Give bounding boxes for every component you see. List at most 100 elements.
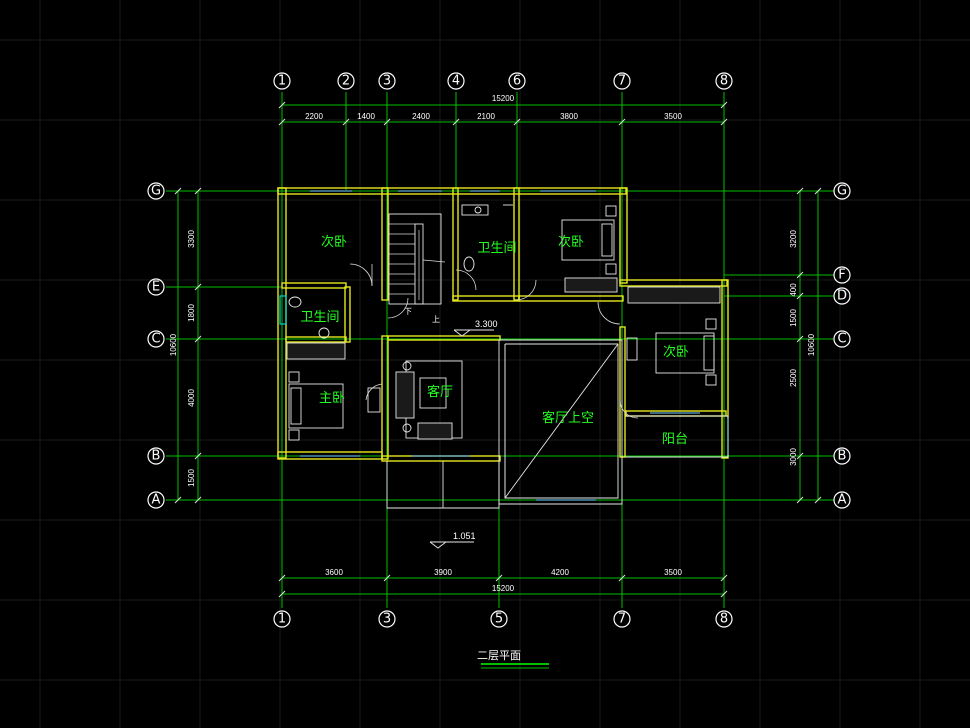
- svg-text:E: E: [152, 280, 160, 295]
- svg-text:2: 2: [342, 74, 350, 89]
- dim-bottom-seg: 3500: [664, 568, 682, 577]
- dim-right-seg: 2500: [789, 369, 798, 387]
- axis-bubble: E: [147, 278, 165, 296]
- svg-text:6: 6: [513, 74, 521, 89]
- dim-left-seg: 1800: [187, 304, 196, 322]
- axis-bubble: 5: [490, 610, 508, 628]
- dim-left-seg: 4000: [187, 389, 196, 407]
- svg-text:8: 8: [720, 612, 728, 627]
- elevation-label: 3.300: [475, 319, 498, 329]
- dim-right-total: 10600: [807, 333, 816, 356]
- room-label: 卫生间: [300, 310, 339, 325]
- dim-right-seg: 1500: [789, 309, 798, 327]
- svg-text:B: B: [838, 449, 847, 464]
- doors: [349, 263, 639, 419]
- windows: [300, 190, 700, 501]
- svg-text:G: G: [151, 184, 161, 199]
- room-label: 次卧: [663, 344, 689, 360]
- room-label: 次卧: [321, 234, 347, 250]
- living-room-furniture: [395, 360, 463, 440]
- axis-bubbles-right: G F D C B A: [833, 182, 851, 509]
- dim-left-seg: 1500: [187, 469, 196, 487]
- axis-bubble: F: [833, 266, 851, 284]
- axis-bubble: 1: [273, 72, 291, 90]
- axis-bubble: 8: [715, 72, 733, 90]
- dim-left-total: 10600: [169, 333, 178, 356]
- svg-text:D: D: [837, 289, 847, 304]
- svg-text:B: B: [152, 449, 161, 464]
- walls: [277, 187, 729, 462]
- svg-text:5: 5: [495, 612, 503, 627]
- axis-bubbles-left: G E C B A: [147, 182, 165, 509]
- stair-up-label: 上: [432, 315, 440, 324]
- room-label: 阳台: [662, 432, 688, 447]
- svg-text:1: 1: [278, 74, 286, 89]
- dim-left-seg: 3300: [187, 230, 196, 248]
- svg-text:7: 7: [618, 74, 626, 89]
- axis-bubble: 7: [613, 610, 631, 628]
- svg-text:C: C: [151, 332, 160, 347]
- axis-bubble: 8: [715, 610, 733, 628]
- axis-bubble: B: [147, 447, 165, 465]
- dim-top-seg: 2100: [477, 112, 495, 121]
- bathroom-fixtures: [279, 204, 513, 339]
- svg-text:8: 8: [720, 74, 728, 89]
- axis-bubble: 2: [337, 72, 355, 90]
- svg-text:7: 7: [618, 612, 626, 627]
- vertical-axis-lines: [281, 92, 725, 608]
- axis-bubbles-top: 1 2 3 4 6 7 8: [273, 72, 733, 90]
- svg-text:F: F: [838, 268, 845, 283]
- stair-down-label: 下: [404, 307, 412, 316]
- elevation-marker: 1.051: [429, 531, 476, 549]
- axis-bubble: D: [833, 287, 851, 305]
- room-label: 卫生间: [477, 241, 516, 256]
- dim-top-seg: 2200: [305, 112, 323, 121]
- room-label: 次卧: [558, 234, 584, 250]
- axis-bubble: G: [147, 182, 165, 200]
- bed-furniture: [288, 205, 717, 441]
- room-labels: 次卧 卫生间 次卧 卫生间 次卧 主卧 客厅 客厅上空 阳台: [300, 234, 689, 447]
- dim-top-seg: 3500: [664, 112, 682, 121]
- dim-top-seg: 3800: [560, 112, 578, 121]
- plan-title: 二层平面: [477, 649, 521, 662]
- axis-bubble: G: [833, 182, 851, 200]
- axis-bubble: 1: [273, 610, 291, 628]
- closets: [286, 277, 721, 360]
- dim-top-seg: 1400: [357, 112, 375, 121]
- dim-bottom-total: 15200: [492, 584, 515, 593]
- axis-bubble: 7: [613, 72, 631, 90]
- axis-bubbles-bottom: 1 3 5 7 8: [273, 610, 733, 628]
- dim-top-total: 15200: [492, 94, 515, 103]
- axis-bubble: C: [833, 330, 851, 348]
- room-label: 客厅: [427, 384, 453, 400]
- axis-bubble: A: [833, 491, 851, 509]
- staircase: 下 上: [388, 213, 446, 324]
- svg-text:G: G: [837, 184, 847, 199]
- dim-bottom-seg: 3600: [325, 568, 343, 577]
- elevation-marker: 3.300: [453, 319, 498, 337]
- dim-right-seg: 400: [789, 283, 798, 297]
- svg-text:A: A: [152, 493, 161, 508]
- room-label: 客厅上空: [542, 410, 594, 426]
- dimension-ticks: [174, 101, 822, 598]
- svg-text:C: C: [837, 332, 846, 347]
- axis-bubble: 3: [378, 72, 396, 90]
- svg-text:3: 3: [383, 612, 391, 627]
- axis-bubble: 6: [508, 72, 526, 90]
- dim-top-seg: 2400: [412, 112, 430, 121]
- dim-bottom-seg: 3900: [434, 568, 452, 577]
- room-label: 主卧: [319, 391, 345, 406]
- axis-bubble: C: [147, 330, 165, 348]
- axis-bubble: 4: [447, 72, 465, 90]
- dim-bottom-seg: 4200: [551, 568, 569, 577]
- svg-text:1: 1: [278, 612, 286, 627]
- svg-text:A: A: [838, 493, 847, 508]
- horizontal-axis-lines: [166, 104, 834, 595]
- dim-right-seg: 3000: [789, 448, 798, 466]
- svg-text:4: 4: [452, 74, 460, 89]
- axis-bubble: B: [833, 447, 851, 465]
- drawing-title: 二层平面: [477, 649, 549, 669]
- lower-structures: [386, 339, 729, 509]
